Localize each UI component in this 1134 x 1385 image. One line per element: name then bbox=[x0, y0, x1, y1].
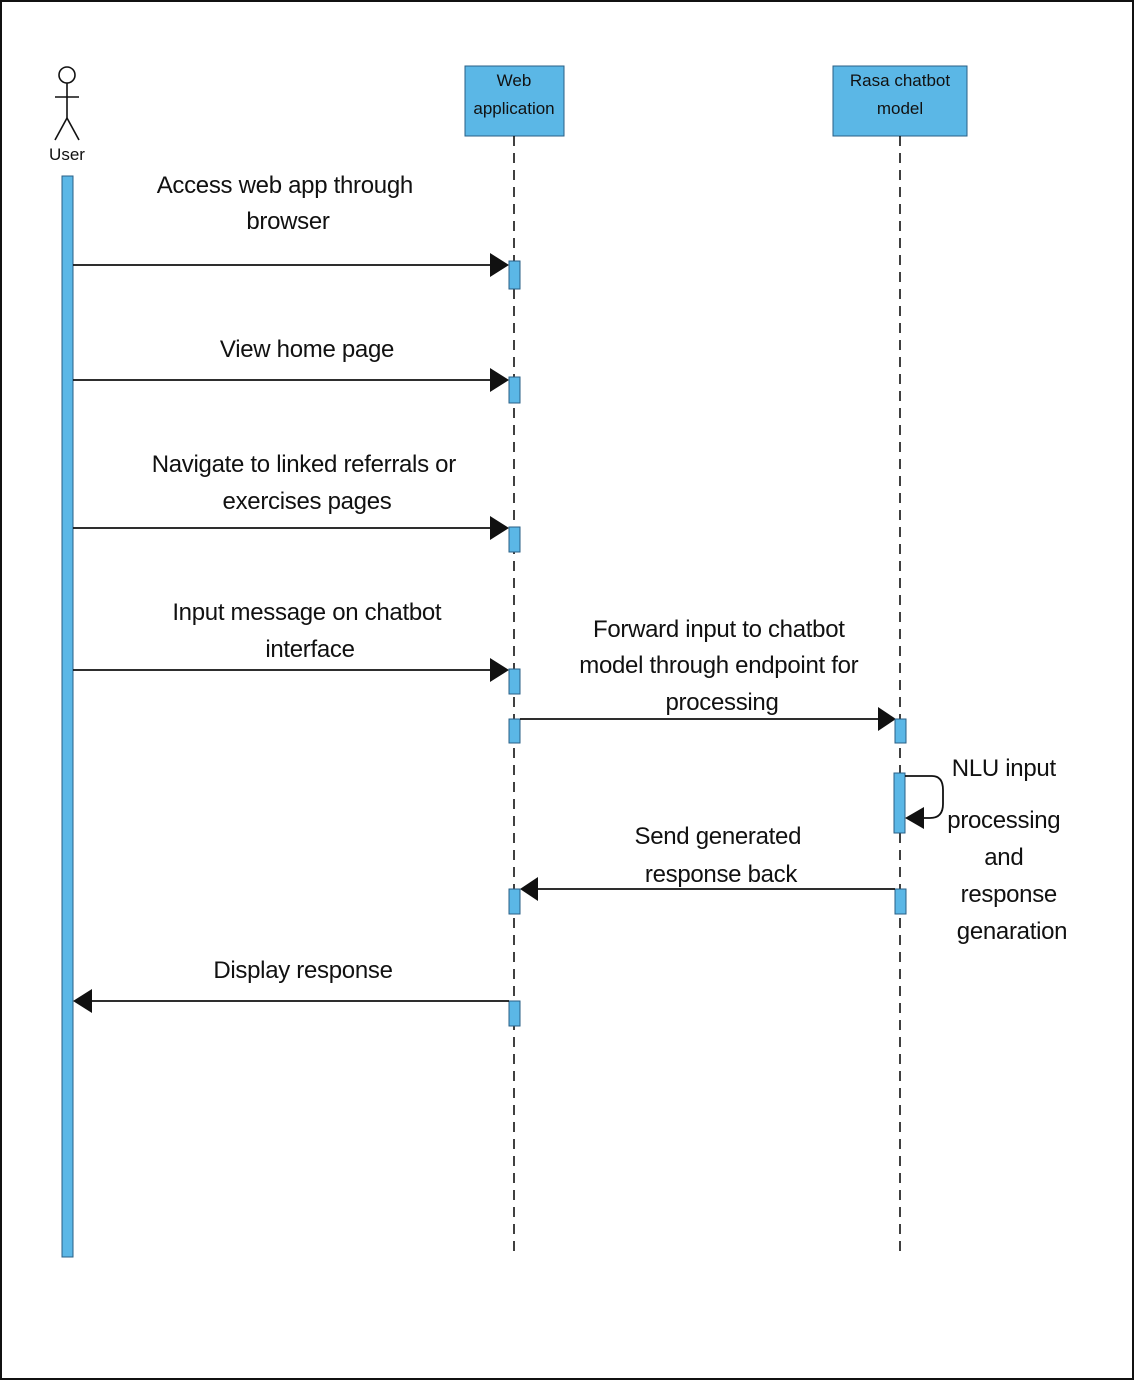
message-label: Input message on chatbot interface bbox=[172, 599, 447, 663]
user-actor-label: User bbox=[49, 145, 85, 164]
user-actor-icon bbox=[54, 66, 80, 141]
message-label: Forward input to chatbot model through e… bbox=[579, 616, 864, 716]
rasa-activation-bar bbox=[894, 888, 907, 915]
web-application-label-line-2: application bbox=[473, 99, 554, 118]
web-activation-bar bbox=[508, 526, 521, 553]
user-lifeline-bar bbox=[61, 175, 74, 1258]
web-activation-bar bbox=[508, 718, 521, 744]
message-navigate-pages: Navigate to linked referrals or exercise… bbox=[73, 451, 509, 540]
message-forward-input: Forward input to chatbot model through e… bbox=[520, 616, 896, 731]
arrowhead-right-icon bbox=[490, 658, 509, 682]
arrowhead-left-icon bbox=[520, 877, 538, 901]
arrowhead-right-icon bbox=[490, 516, 509, 540]
web-activation-bar bbox=[508, 260, 521, 290]
web-activation-bar bbox=[508, 668, 521, 695]
arrowhead-left-icon bbox=[905, 807, 924, 829]
message-input-message: Input message on chatbot interface bbox=[73, 599, 509, 682]
message-view-home-page: View home page bbox=[73, 336, 509, 392]
web-activation-bar bbox=[508, 1000, 521, 1027]
message-label: View home page bbox=[220, 336, 394, 363]
message-label: Send generated response back bbox=[635, 823, 808, 888]
message-label: Access web app through browser bbox=[157, 172, 420, 235]
web-application-box bbox=[464, 65, 565, 137]
rasa-chatbot-model-label-line-2: model bbox=[877, 99, 923, 118]
web-activation-bar bbox=[508, 376, 521, 404]
arrowhead-right-icon bbox=[490, 368, 509, 392]
web-application-label-line-1: Web bbox=[497, 71, 532, 90]
web-activation-bar bbox=[508, 888, 521, 915]
message-access-web-app: Access web app through browser bbox=[73, 172, 509, 277]
rasa-chatbot-model-label-line-1: Rasa chatbot bbox=[850, 71, 950, 90]
message-send-response: Send generated response back bbox=[520, 823, 895, 901]
message-label: Display response bbox=[213, 957, 392, 984]
rasa-activation-bar bbox=[893, 772, 906, 834]
message-display-response: Display response bbox=[73, 957, 509, 1013]
arrowhead-right-icon bbox=[490, 253, 509, 277]
rasa-chatbot-model-box bbox=[832, 65, 968, 137]
message-label: Navigate to linked referrals or exercise… bbox=[152, 451, 463, 515]
arrowhead-right-icon bbox=[878, 707, 896, 731]
rasa-activation-bar bbox=[894, 718, 907, 744]
message-nlu-processing: NLU input processing and response genara… bbox=[905, 755, 1068, 945]
self-call-loop bbox=[905, 775, 944, 819]
message-label: NLU input processing and response genara… bbox=[947, 755, 1067, 945]
arrowhead-left-icon bbox=[73, 989, 92, 1013]
